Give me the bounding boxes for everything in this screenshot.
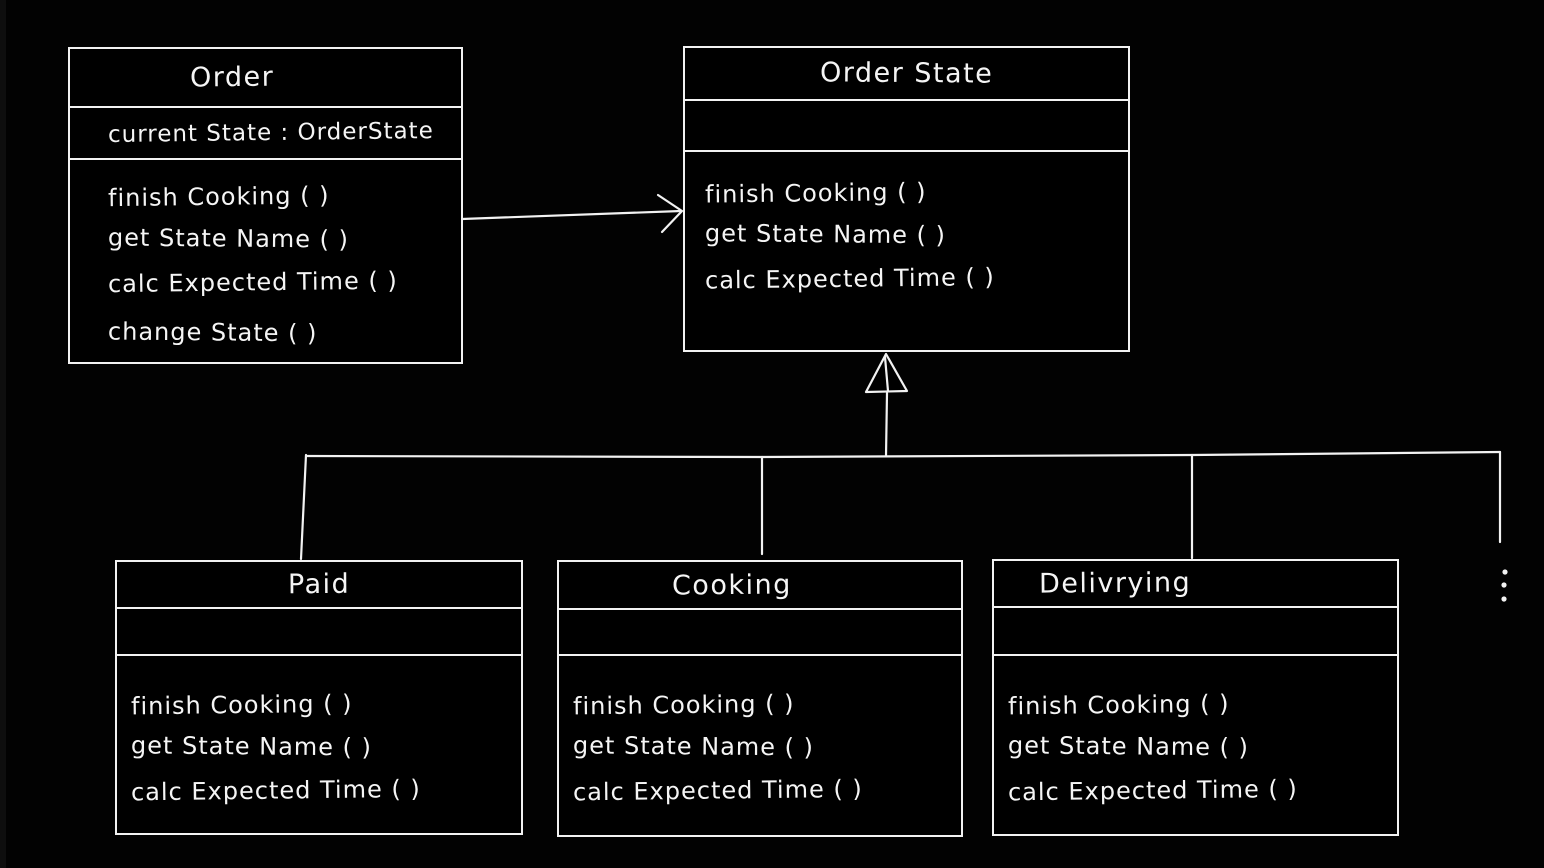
method: calc Expected Time ( )	[572, 774, 863, 806]
method: get State Name ( )	[572, 730, 815, 761]
attribute: current State : OrderState	[107, 118, 434, 148]
class-title-cooking: Cooking	[559, 562, 961, 610]
class-methods-order-state: finish Cooking ( ) get State Name ( ) ca…	[685, 152, 1128, 299]
class-attrs-paid	[117, 609, 521, 656]
method: calc Expected Time ( )	[1007, 774, 1298, 806]
class-title-paid: Paid	[117, 562, 521, 609]
class-box-order[interactable]: Order current State : OrderState finish …	[68, 47, 463, 364]
inheritance-triangle-icon	[864, 352, 909, 394]
method: calc Expected Time ( )	[704, 262, 995, 295]
screen-edge-shade	[0, 0, 6, 868]
class-box-cooking[interactable]: Cooking finish Cooking ( ) get State Nam…	[557, 560, 963, 837]
class-name: Order	[190, 61, 275, 94]
class-attrs-order: current State : OrderState	[70, 108, 461, 160]
class-methods-paid: finish Cooking ( ) get State Name ( ) ca…	[117, 656, 521, 811]
method: change State ( )	[107, 316, 318, 347]
method: calc Expected Time ( )	[130, 774, 421, 806]
method: finish Cooking ( )	[704, 177, 927, 209]
more-states-ellipsis-icon	[1501, 569, 1508, 602]
ellipsis-dot	[1501, 596, 1507, 602]
inheritance-shaft-line	[884, 391, 889, 458]
association-arrow-head-icon	[656, 193, 684, 234]
class-name: Cooking	[671, 568, 793, 602]
ellipsis-dot	[1501, 582, 1507, 588]
method: calc Expected Time ( )	[107, 266, 398, 298]
class-title-order-state: Order State	[685, 48, 1128, 101]
method: get State Name ( )	[130, 730, 373, 761]
inheritance-connector-line	[304, 450, 1502, 459]
class-attrs-cooking	[559, 610, 961, 656]
inheritance-triangle-inner-stroke	[883, 355, 890, 393]
method: finish Cooking ( )	[1007, 689, 1230, 720]
class-methods-cooking: finish Cooking ( ) get State Name ( ) ca…	[559, 656, 961, 811]
method: get State Name ( )	[1007, 730, 1250, 761]
class-methods-delivrying: finish Cooking ( ) get State Name ( ) ca…	[994, 656, 1397, 811]
class-attrs-delivrying	[994, 608, 1397, 656]
class-attrs-order-state	[685, 101, 1128, 152]
ellipsis-dot	[1502, 569, 1508, 575]
class-box-order-state[interactable]: Order State finish Cooking ( ) get State…	[683, 46, 1130, 352]
class-name: Delivrying	[1039, 567, 1192, 600]
class-name: Order State	[819, 57, 994, 90]
method: finish Cooking ( )	[130, 689, 353, 720]
method: get State Name ( )	[107, 222, 350, 254]
class-title-delivrying: Delivrying	[994, 561, 1397, 608]
association-arrow-line	[460, 209, 683, 221]
class-name: Paid	[287, 568, 351, 601]
class-box-delivrying[interactable]: Delivrying finish Cooking ( ) get State …	[992, 559, 1399, 836]
class-methods-order: finish Cooking ( ) get State Name ( ) ca…	[70, 160, 461, 354]
branch-line-paid	[299, 453, 308, 561]
method: get State Name ( )	[704, 218, 947, 249]
class-title-order: Order	[70, 49, 461, 108]
class-box-paid[interactable]: Paid finish Cooking ( ) get State Name (…	[115, 560, 523, 835]
method: finish Cooking ( )	[107, 180, 330, 212]
method: finish Cooking ( )	[572, 689, 795, 720]
